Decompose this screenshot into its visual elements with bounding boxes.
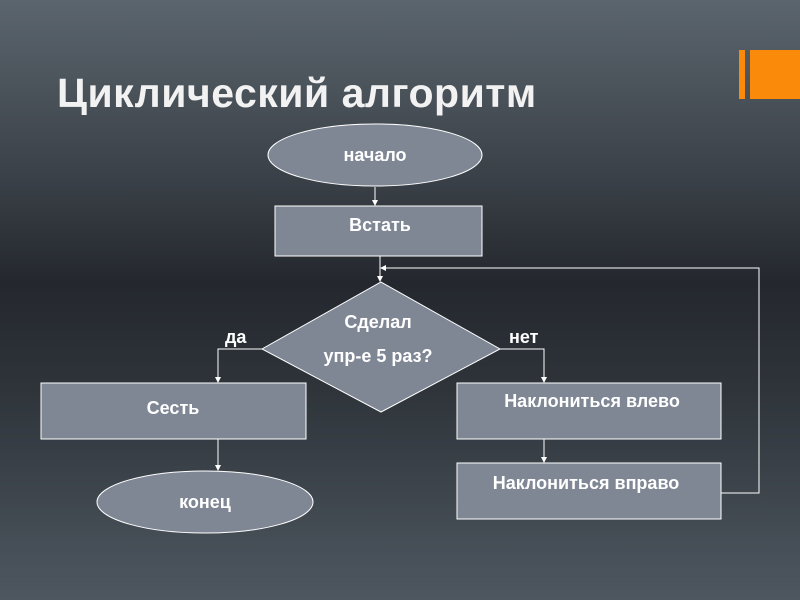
arrow-no (500, 348, 547, 383)
condition-line1: Сделал (344, 312, 411, 332)
start-label: начало (343, 145, 406, 165)
stand-process (274, 205, 483, 257)
condition-line2: упр-е 5 раз? (323, 346, 432, 366)
yes-label: да (225, 327, 247, 347)
slide-title: Циклический алгоритм (57, 70, 537, 116)
accent-bar (739, 50, 745, 99)
lean-right-process (456, 462, 722, 520)
start-terminator (267, 123, 483, 187)
lean-left-label: Наклониться влево (504, 391, 680, 411)
sit-process (40, 382, 307, 440)
no-label: нет (509, 327, 539, 347)
stand-label: Встать (349, 215, 411, 235)
lean-right-label: Наклониться вправо (493, 473, 680, 493)
end-terminator (96, 470, 314, 534)
accent-block (750, 50, 800, 99)
arrow-yes (215, 348, 262, 383)
lean-left-process (456, 382, 722, 440)
condition-decision (260, 281, 502, 413)
end-label: конец (179, 492, 231, 512)
sit-label: Сесть (147, 398, 200, 418)
loop-back-arrow (380, 265, 760, 494)
